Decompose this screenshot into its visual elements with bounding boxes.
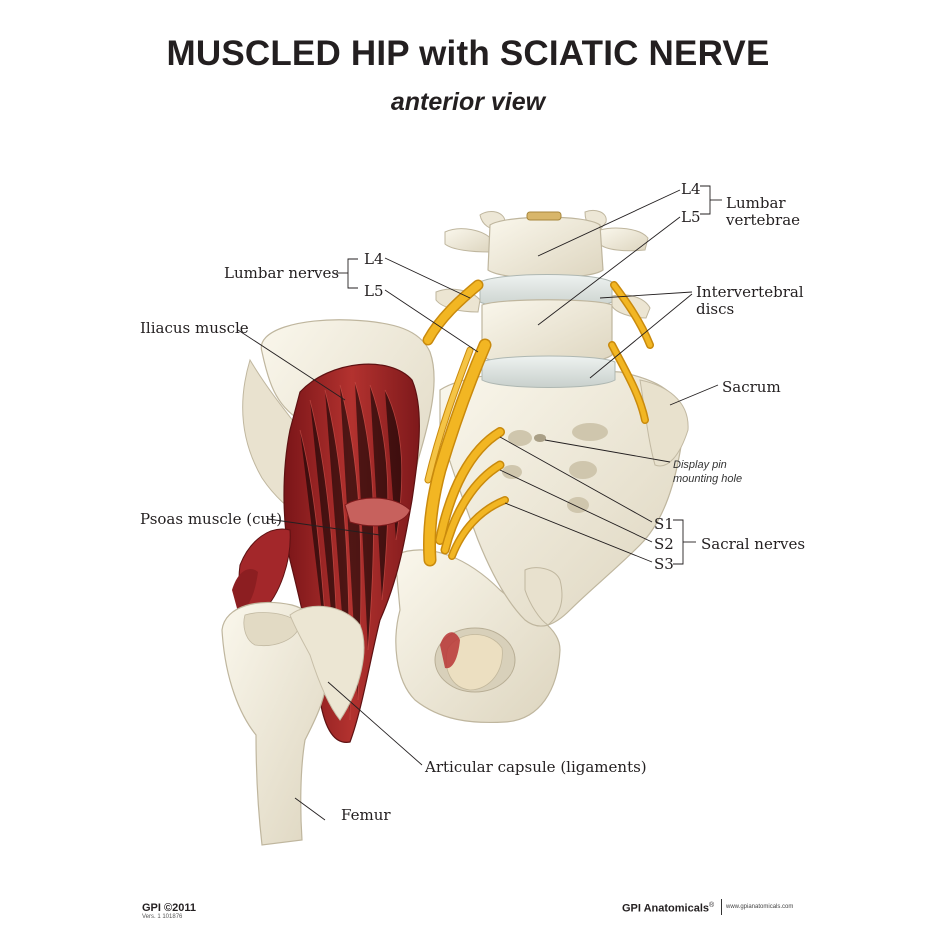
label-intervertebral-line1: Intervertebral [696, 283, 804, 301]
label-s3: S3 [654, 555, 674, 573]
label-lumbar-vertebrae-line1: Lumbar [726, 194, 786, 212]
footer-copyright: GPI ©2011 [142, 902, 196, 914]
footer-brand: GPI Anatomicals® [622, 902, 714, 915]
label-psoas-muscle: Psoas muscle (cut) [140, 510, 283, 528]
label-l5-vertebra: L5 [681, 208, 701, 226]
label-display-pin-line2: mounting hole [673, 473, 743, 485]
nerves [422, 279, 654, 567]
label-l5-nerve: L5 [364, 282, 384, 300]
footer-brand-name: GPI Anatomicals [622, 902, 710, 915]
label-s1: S1 [654, 515, 674, 533]
label-s2: S2 [654, 535, 674, 553]
leader-lines [237, 185, 722, 821]
label-lumbar-vertebrae-line2: vertebrae [726, 211, 801, 229]
label-l4-nerve: L4 [364, 250, 384, 268]
page-subtitle: anterior view [390, 88, 546, 116]
label-intervertebral-line2: discs [696, 300, 735, 318]
label-lumbar-nerves: Lumbar nerves [224, 264, 340, 282]
label-sacrum: Sacrum [722, 378, 781, 396]
footer-version: Vers. 1 101876 [142, 914, 183, 920]
footer-separator [721, 899, 722, 915]
label-l4-vertebra: L4 [681, 180, 701, 198]
page-title: MUSCLED HIP with SCIATIC NERVE [166, 34, 770, 73]
label-sacral-nerves: Sacral nerves [701, 535, 806, 553]
label-articular-capsule: Articular capsule (ligaments) [425, 758, 647, 776]
pubis-bone [394, 549, 561, 724]
footer-brand-mark: ® [709, 902, 715, 909]
label-display-pin-line1: Display pin [673, 459, 727, 471]
label-femur: Femur [341, 806, 391, 824]
footer-url: www.gpianatomicals.com [726, 904, 794, 910]
femur-bone [221, 601, 365, 846]
label-iliacus-muscle: Iliacus muscle [140, 319, 249, 337]
